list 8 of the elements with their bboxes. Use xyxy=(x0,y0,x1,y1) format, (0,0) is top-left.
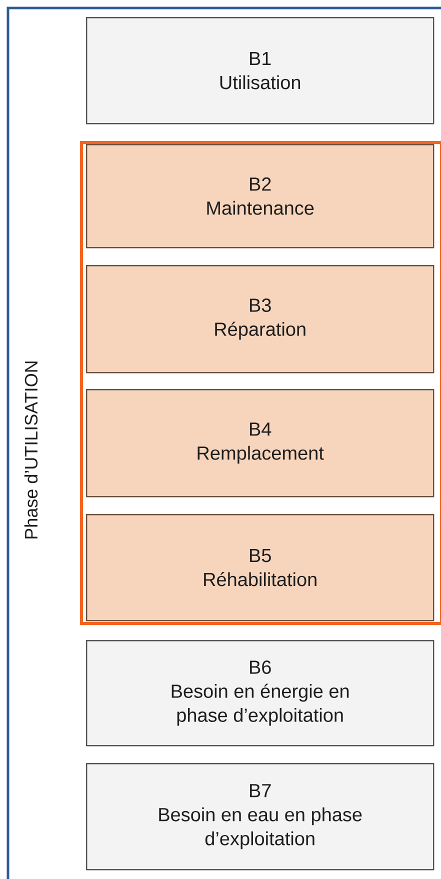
stage-box: B2 Maintenance xyxy=(86,144,434,248)
stage-box: B5 Réhabilitation xyxy=(86,514,434,622)
stage-box: B7 Besoin en eau en phase d’exploitation xyxy=(86,763,434,870)
stage-box: B3 Réparation xyxy=(86,265,434,374)
stage-box: B1 Utilisation xyxy=(86,17,434,124)
stage-box: B4 Remplacement xyxy=(86,389,434,498)
stage-box: B6 Besoin en énergie en phase d’exploitation xyxy=(86,640,434,746)
group-frame xyxy=(80,141,441,625)
